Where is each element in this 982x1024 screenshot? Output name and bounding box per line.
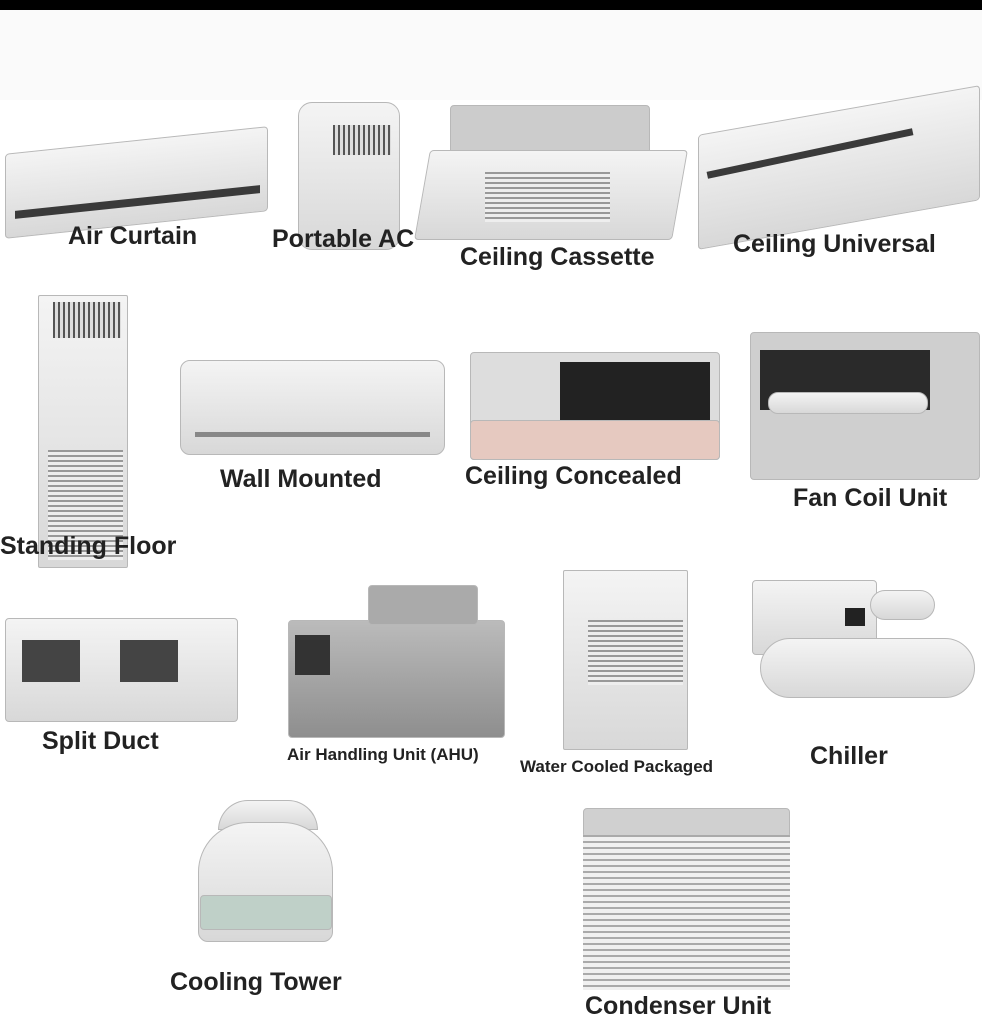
standing-floor-label: Standing Floor — [0, 532, 177, 560]
portable-ac-label: Portable AC — [272, 225, 415, 253]
ceiling-concealed-label: Ceiling Concealed — [465, 462, 682, 490]
water-cooled-packaged-label: Water Cooled Packaged — [520, 757, 714, 776]
cooling-tower-label: Cooling Tower — [170, 968, 342, 996]
wall-mounted-label: Wall Mounted — [220, 465, 382, 493]
ahu-label: Air Handling Unit (AHU) — [287, 745, 479, 764]
split-duct-label: Split Duct — [42, 727, 159, 755]
ceiling-universal-label: Ceiling Universal — [733, 230, 936, 258]
fan-coil-unit-label: Fan Coil Unit — [793, 484, 948, 512]
chiller-label: Chiller — [810, 742, 888, 770]
ceiling-cassette-label: Ceiling Cassette — [460, 243, 655, 271]
condenser-unit-label: Condenser Unit — [585, 992, 772, 1020]
air-curtain-label: Air Curtain — [68, 222, 198, 250]
header-area — [0, 10, 982, 100]
top-bar — [0, 0, 982, 10]
